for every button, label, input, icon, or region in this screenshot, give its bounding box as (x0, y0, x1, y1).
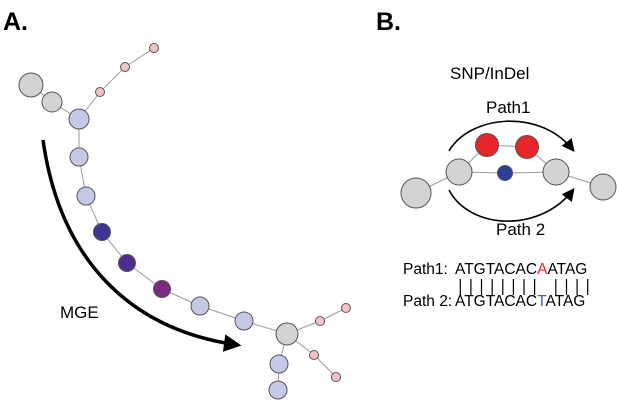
panel-a-label: A. (3, 8, 28, 36)
graph-node-grey (275, 322, 299, 346)
graph-node-pink (120, 62, 130, 72)
panel-a-nodes (18, 43, 351, 400)
graph-node-lavender (234, 311, 254, 331)
graph-node-lavender (76, 186, 96, 206)
graph-node-red (515, 135, 539, 159)
graph-node-lavender (69, 147, 89, 167)
graph-node-grey (589, 173, 617, 201)
alignment-match-ticks (459, 279, 589, 295)
alignment-row2-sequence: ATGTACACTATAG (455, 293, 585, 310)
graph-node-pink (331, 372, 341, 382)
path1-arrow (448, 120, 575, 153)
snp-indel-title: SNP/InDel (450, 64, 529, 83)
graph-node-blue (497, 165, 513, 181)
graph-node-grey (41, 91, 63, 113)
graph-node-lavender (269, 354, 289, 374)
graph-node-red (475, 133, 499, 157)
graph-node-lavender (190, 296, 210, 316)
mge-label: MGE (60, 303, 99, 322)
graph-node-pink (309, 350, 319, 360)
alignment-row2-variant: T (537, 293, 547, 310)
graph-node-grey (400, 177, 432, 209)
graph-node-pink (95, 87, 105, 97)
panel-b-nodes (400, 133, 617, 209)
graph-node-lavender (68, 108, 90, 130)
graph-node-indigo (93, 223, 111, 241)
graph-node-lavender (268, 380, 288, 400)
graph-node-grey (542, 158, 570, 186)
graph-edge (99, 66, 126, 93)
alignment-row1-prefix: ATGTACAC (455, 261, 537, 278)
sequence-alignment: Path1: ATGTACACAATAG Path 2: ATGTACACTAT… (403, 261, 589, 310)
mge-arrow (41, 139, 242, 352)
alignment-row2-suffix: ATAG (545, 293, 585, 310)
path2-label: Path 2 (496, 220, 545, 239)
panel-b-label: B. (376, 8, 401, 36)
graph-node-grey (445, 158, 473, 186)
alignment-row1-sequence: ATGTACACAATAG (455, 261, 587, 278)
alignment-row1-suffix: ATAG (547, 261, 587, 278)
alignment-row2-prefix: ATGTACAC (455, 293, 537, 310)
alignment-row1-label: Path1: (403, 261, 448, 278)
graph-node-violet (118, 254, 136, 272)
path2-arrow (448, 187, 575, 222)
graph-node-pink (341, 303, 351, 313)
graph-node-pink (149, 43, 159, 53)
alignment-row1-variant: A (537, 261, 548, 278)
panel-a-edges (30, 47, 347, 391)
graph-node-grey (18, 72, 44, 98)
path1-label: Path1 (486, 98, 530, 117)
graph-node-pink (315, 316, 325, 326)
panel-a: A. (3, 8, 351, 400)
graph-edge (313, 354, 337, 378)
alignment-row2-label: Path 2: (403, 293, 452, 310)
graph-node-purple (153, 280, 171, 298)
graph-edge (124, 47, 155, 68)
panel-b: B. SNP/InDel Path1 Path 2 (376, 8, 617, 310)
